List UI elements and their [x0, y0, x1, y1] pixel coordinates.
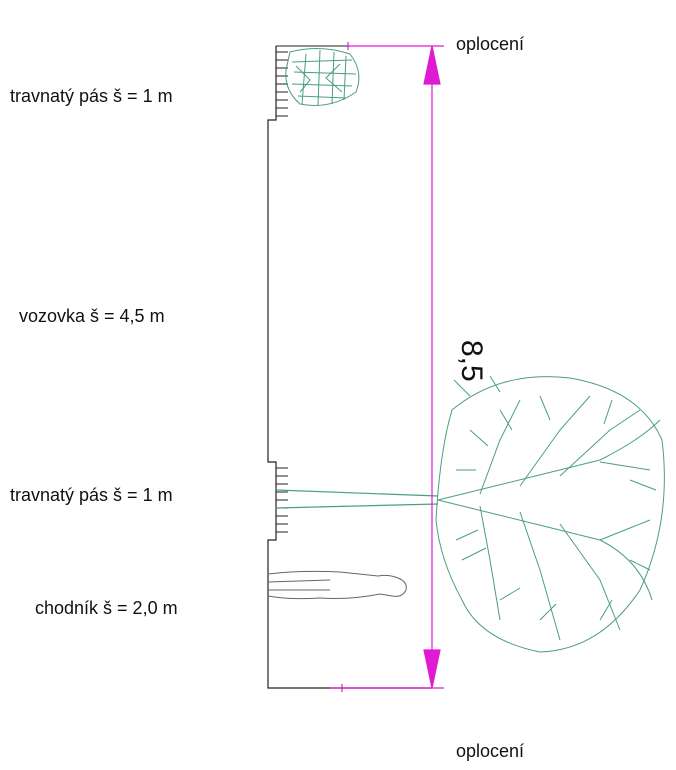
sidewalk-label: chodník š = 2,0 m [35, 598, 178, 618]
road-label: vozovka š = 4,5 m [19, 306, 165, 326]
grass-hatch-bottom [276, 467, 288, 533]
grass-hatch-top [276, 51, 288, 117]
fence-top-label: oplocení [456, 34, 525, 54]
person-figure [267, 570, 407, 600]
tree-trunk [275, 489, 439, 509]
tree-canopy-icon [435, 375, 665, 653]
dimension-line [330, 42, 444, 692]
grass-strip-bottom-label: travnatý pás š = 1 m [10, 485, 173, 505]
dimension-value: 8,5 [455, 340, 488, 382]
fence-bottom-label: oplocení [456, 741, 525, 761]
section-outline [267, 46, 432, 689]
grass-strip-top-label: travnatý pás š = 1 m [10, 86, 173, 106]
bush-icon [285, 48, 360, 107]
